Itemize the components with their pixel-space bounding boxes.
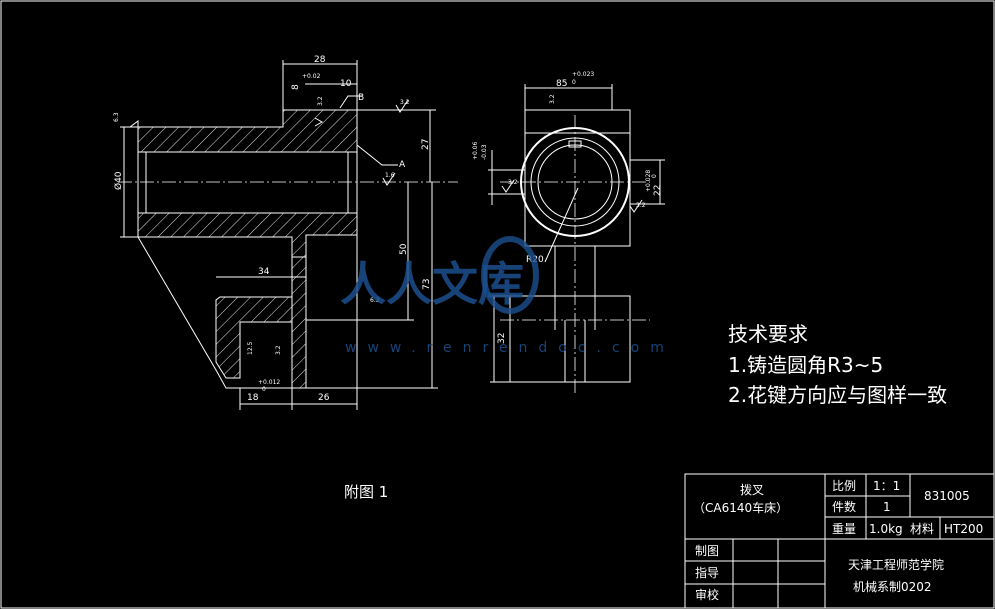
dim-18-tol0: 0: [262, 386, 266, 393]
dim-8-tol: +0.02: [302, 73, 321, 80]
roughness-mark: 3.2: [549, 94, 556, 104]
part-name: 拨叉: [740, 483, 764, 497]
side-view: R20 85 +0.023 0 +0.06 -0.03 22 +0.028 0 …: [472, 71, 665, 395]
front-section-view: 28 8 +0.02 10 B A 27 50 73 Ø40 34: [113, 55, 458, 410]
roughness-mark: 6.3: [370, 297, 380, 304]
part-note: （CA6140车床）: [693, 500, 788, 515]
figure-label: 附图 1: [344, 483, 388, 501]
roughness-mark: 3.2: [400, 99, 410, 106]
dept-name: 机械系制0202: [853, 579, 932, 594]
roughness-mark: 3.2: [636, 202, 646, 209]
watermark-url: www.renrendoc.com: [345, 340, 675, 356]
dim-85: 85: [556, 79, 567, 89]
dim-18: 18: [247, 393, 259, 403]
watermark: 人人文库 www.renrendoc.com: [340, 236, 675, 356]
dim-26: 26: [318, 393, 330, 403]
dim-8: 8: [291, 84, 301, 90]
count-value: 1: [883, 500, 891, 514]
dim-22: 22: [653, 185, 663, 196]
guide-label: 指导: [695, 565, 719, 580]
dim-18-tol: +0.012: [258, 379, 280, 386]
dim-85-tol0: 0: [572, 79, 576, 86]
hatch-fork: [215, 296, 293, 379]
drawn-label: 制图: [695, 544, 719, 558]
dim-50: 50: [399, 243, 409, 255]
tech-req-item-1: 1.铸造圆角R3~5: [728, 353, 883, 377]
dim-d40: Ø40: [113, 171, 124, 190]
roughness-mark: 12.5: [247, 341, 254, 355]
dim-32: 32: [497, 333, 507, 344]
title-block: 拨叉 （CA6140车床） 比例 1：1 件数 1 重量 1.0kg 材料 HT…: [684, 473, 995, 609]
dim-22-tol: +0.028: [645, 170, 652, 192]
label-A: A: [399, 160, 406, 170]
tech-requirements: 技术要求 1.铸造圆角R3~5 2.花键方向应与图样一致: [728, 322, 947, 407]
weight-label: 重量: [832, 522, 856, 536]
dim-6-tol-b: -0.03: [481, 144, 488, 160]
tech-req-title: 技术要求: [728, 322, 808, 346]
dim-73: 73: [422, 279, 432, 290]
roughness-mark: 6.3: [113, 112, 120, 122]
tech-req-item-2: 2.花键方向应与图样一致: [728, 383, 947, 407]
hatch-upper-wall: [137, 109, 358, 153]
count-label: 件数: [832, 499, 856, 514]
label-B: B: [358, 93, 364, 103]
dim-28: 28: [314, 55, 326, 65]
dim-22-tol0: 0: [651, 174, 658, 178]
roughness-mark: 3.2: [317, 96, 324, 106]
weight-value: 1.0kg: [869, 522, 903, 536]
dim-85-tol: +0.023: [572, 71, 594, 78]
dim-34: 34: [258, 267, 270, 277]
dim-6-tol-a: +0.06: [472, 141, 479, 160]
scale-value: 1：1: [873, 479, 900, 493]
roughness-mark: 1.6: [385, 172, 395, 179]
drawing-number: 831005: [924, 489, 970, 503]
material-value: HT200: [944, 522, 983, 536]
dim-27: 27: [421, 139, 431, 150]
scale-label: 比例: [832, 479, 856, 493]
review-label: 审校: [695, 587, 719, 602]
roughness-mark: 3.2: [275, 345, 282, 355]
school-name: 天津工程师范学院: [848, 557, 944, 572]
dim-10: 10: [340, 79, 352, 89]
bore-interior: [137, 151, 358, 214]
material-label: 材料: [910, 522, 934, 536]
